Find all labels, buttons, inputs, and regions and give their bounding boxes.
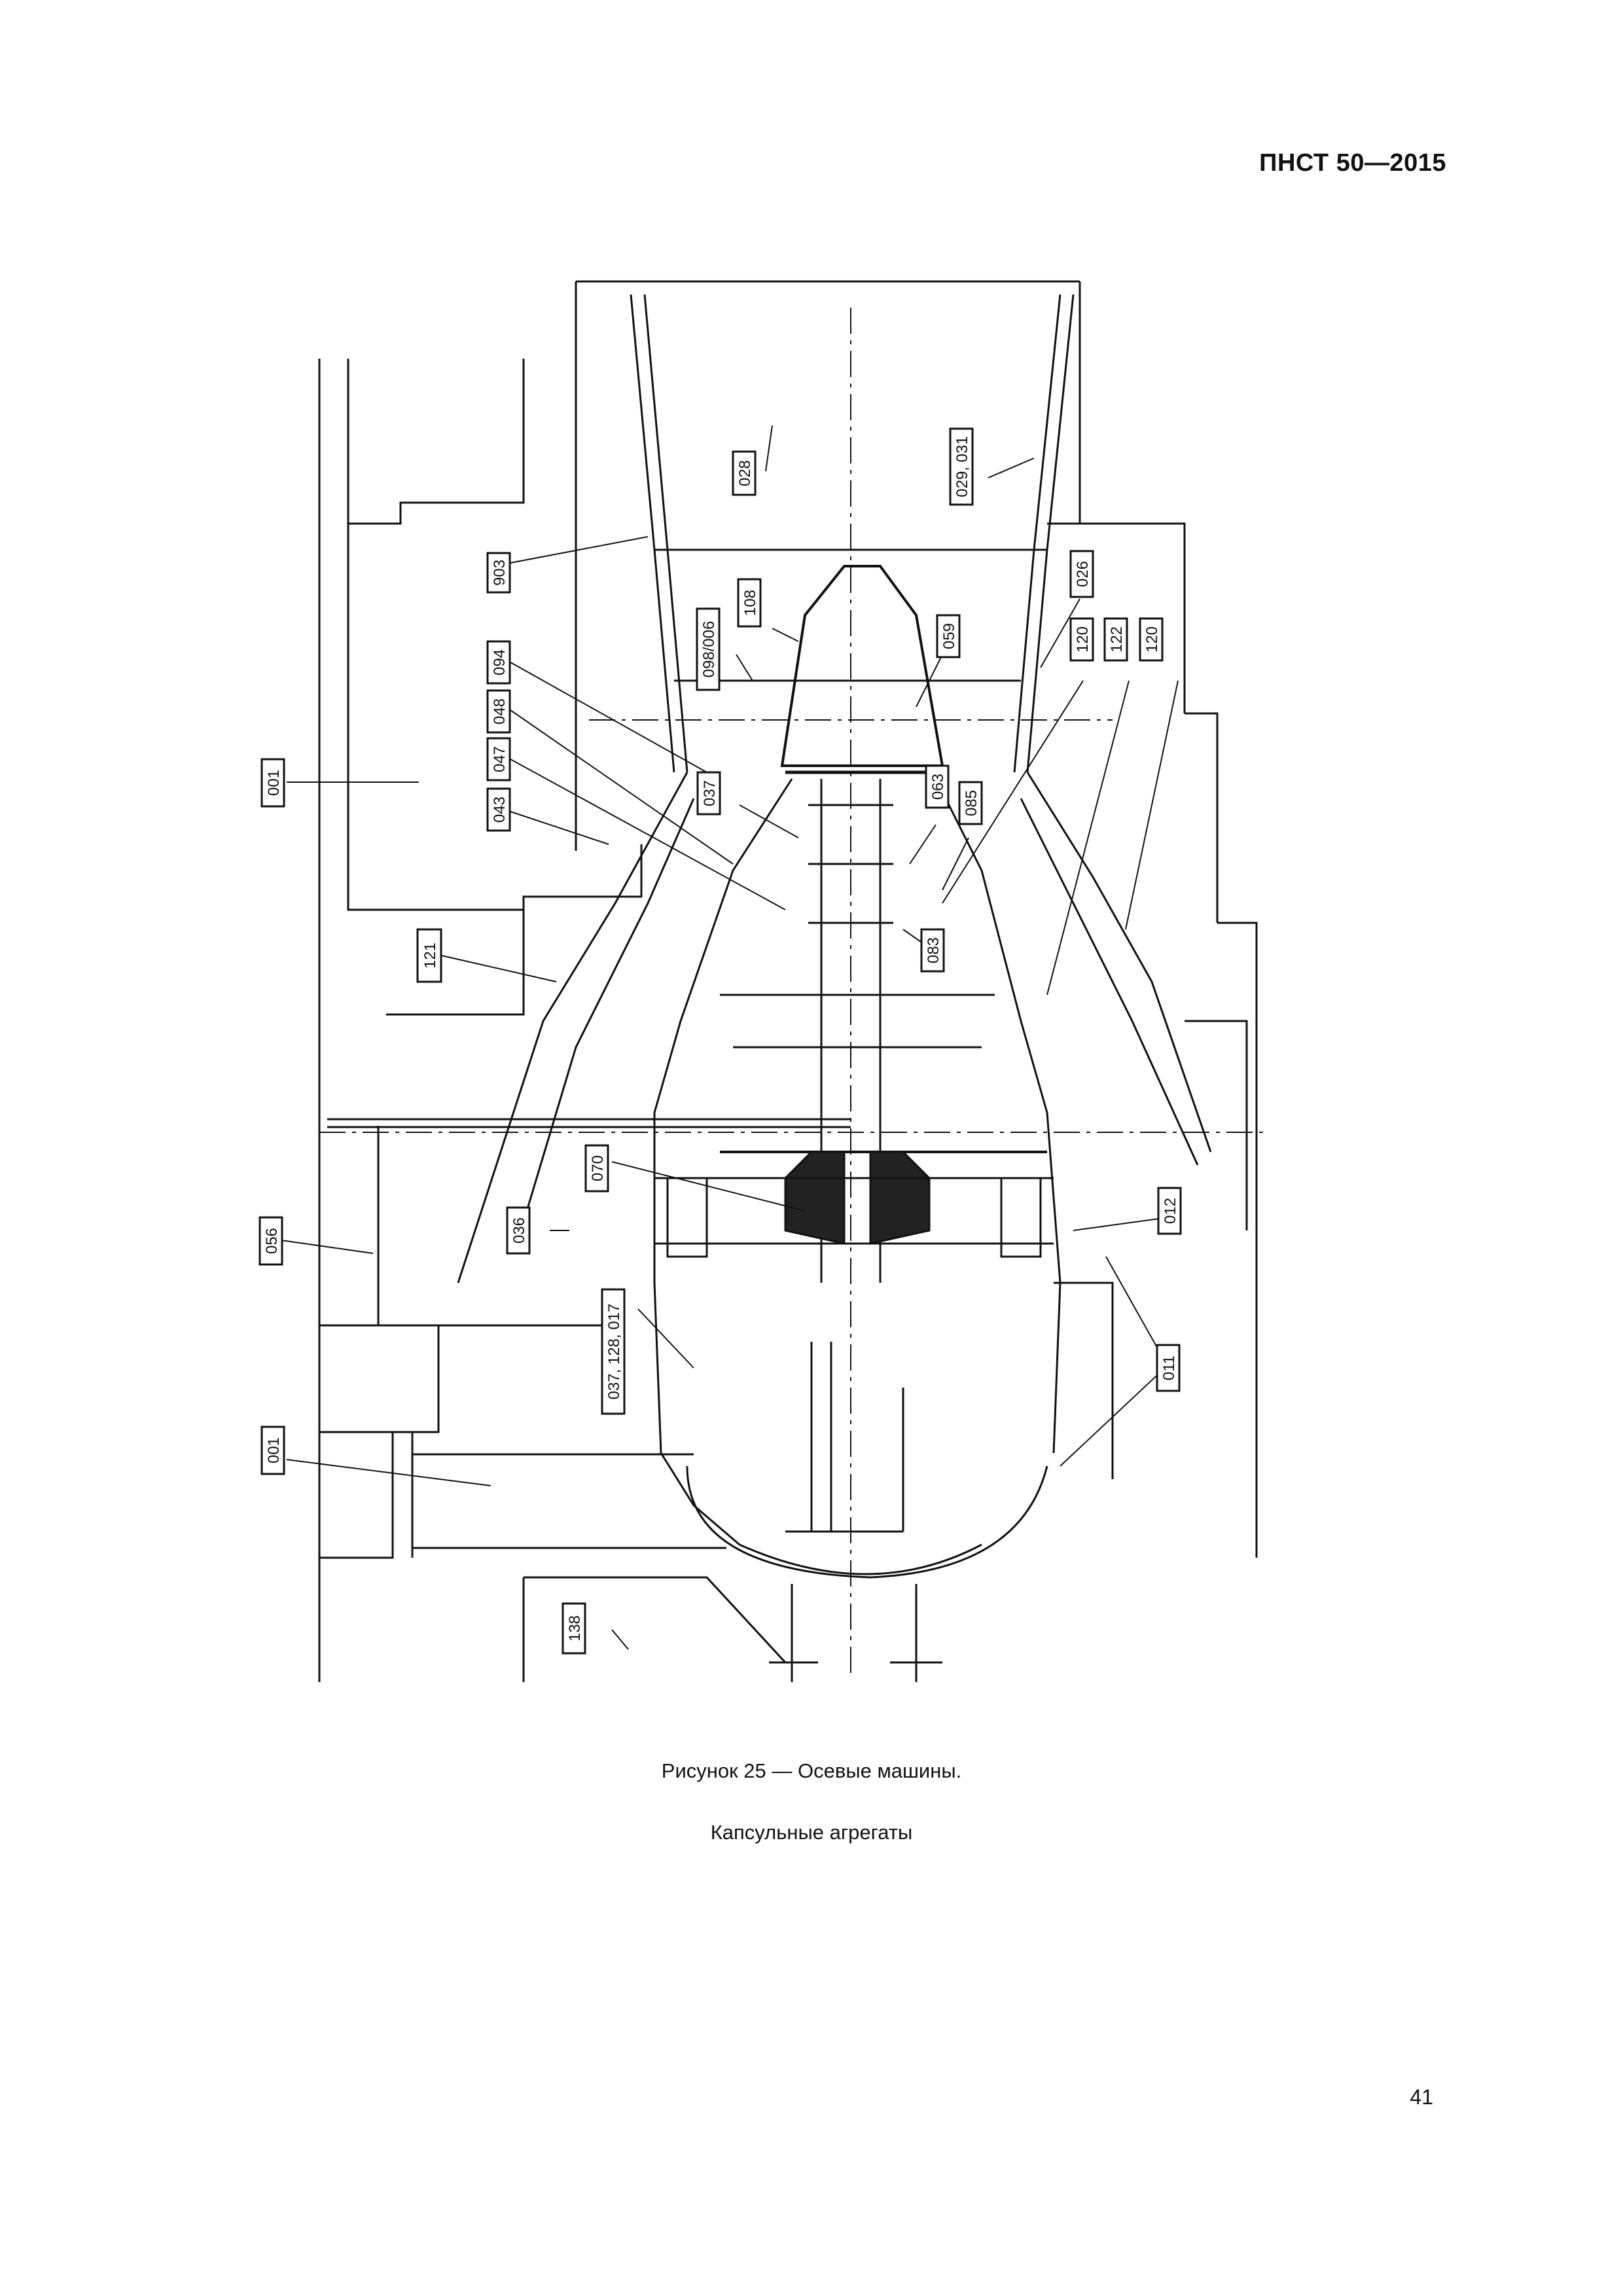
- label-120b: 120: [1143, 626, 1161, 653]
- label-001a: 001: [265, 770, 283, 796]
- label-059: 059: [940, 623, 958, 649]
- label-043: 043: [491, 797, 508, 823]
- label-029-031: 029, 031: [954, 436, 971, 497]
- bulb-casing: [457, 772, 688, 1283]
- label-070: 070: [589, 1155, 607, 1181]
- access-shaft: [653, 1282, 740, 1546]
- label-083: 083: [925, 937, 942, 963]
- runner-hub: [780, 565, 944, 767]
- label-085: 085: [963, 790, 980, 816]
- label-903: 903: [491, 560, 508, 586]
- label-094: 094: [491, 649, 508, 675]
- label-120a: 120: [1074, 626, 1092, 653]
- draft-tube-right-wall: [1026, 294, 1075, 773]
- document-id: ПНСТ 50—2015: [1259, 149, 1446, 177]
- label-138: 138: [566, 1615, 584, 1641]
- page-number: 41: [1410, 2085, 1433, 2109]
- generator-rotor: [784, 1151, 846, 1245]
- figure-caption: Рисунок 25 — Осевые машины.: [661, 1759, 962, 1782]
- label-108: 108: [741, 590, 759, 616]
- label-037: 037: [701, 780, 719, 806]
- label-063: 063: [929, 774, 947, 800]
- label-011: 011: [1160, 1355, 1178, 1380]
- label-036: 036: [510, 1217, 528, 1244]
- label-037-128-017: 037, 128, 017: [605, 1304, 623, 1400]
- label-001b: 001: [265, 1437, 283, 1463]
- label-028: 028: [736, 460, 754, 486]
- label-026: 026: [1074, 561, 1092, 587]
- generator-housing: [653, 778, 793, 1113]
- label-056: 056: [263, 1228, 281, 1254]
- label-121: 121: [421, 942, 439, 969]
- label-122: 122: [1108, 626, 1126, 653]
- draft-tube-left-wall: [630, 294, 675, 773]
- label-047: 047: [491, 746, 508, 772]
- figure-subcaption: Капсульные агрегаты: [710, 1821, 913, 1844]
- label-048: 048: [491, 698, 508, 725]
- label-098-006: 098/006: [700, 621, 718, 678]
- label-012: 012: [1162, 1198, 1179, 1224]
